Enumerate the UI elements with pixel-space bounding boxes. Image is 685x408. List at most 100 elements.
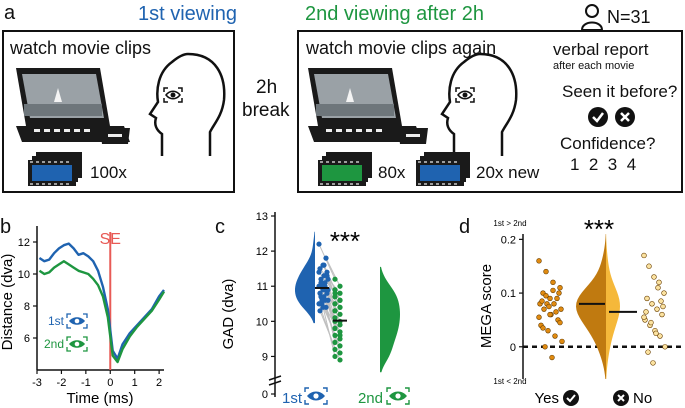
d-ytick-label: 0.2: [501, 234, 516, 246]
point-no: [661, 290, 667, 296]
point-yes: [558, 306, 564, 312]
point-no: [641, 252, 647, 259]
point-first: [319, 297, 325, 303]
c-ytick-label: 11: [257, 281, 268, 293]
point-no: [658, 298, 664, 304]
point-yes: [554, 295, 560, 302]
point-first: [321, 262, 327, 268]
panel-letter-b: b: [0, 216, 12, 238]
c-y-axis-label: GAD (dva): [220, 279, 237, 350]
b-x-axis-label: Time (ms): [67, 390, 134, 407]
paired-line: [325, 257, 341, 287]
clips-count-new: 20x new: [476, 163, 540, 182]
point-no: [644, 295, 650, 302]
d-yes-label: Yes: [535, 390, 559, 407]
point-yes: [540, 325, 546, 331]
point-no: [648, 319, 654, 326]
point-yes: [547, 311, 553, 318]
point-first: [324, 273, 330, 279]
d-ytick-label: 0: [510, 342, 516, 354]
eye-tracker-icon-2: [398, 128, 428, 144]
participant-icon: [580, 4, 604, 31]
cross-icon: [615, 107, 635, 127]
d-cross-icon: [613, 390, 629, 406]
point-first: [316, 269, 322, 275]
point-second: [337, 283, 343, 289]
second-viewing-title: 2nd viewing after 2h: [305, 3, 485, 25]
laptop-screen-icon-2: [308, 68, 422, 142]
b-xtick-label: -1: [81, 377, 91, 389]
point-no: [651, 274, 657, 280]
b-xtick-label: -3: [32, 377, 42, 389]
break-label: break: [242, 100, 290, 121]
violin-1st: [295, 231, 315, 324]
c-ytick-label: 10: [256, 316, 268, 328]
confidence-question: Confidence?: [560, 134, 656, 153]
legend-second-eye-icon: [66, 336, 88, 352]
point-yes: [557, 285, 563, 291]
clip-stack-blue-icon-2: [416, 152, 470, 186]
d-significance-stars: ***: [584, 214, 614, 244]
paired-line: [318, 243, 336, 280]
point-no: [641, 314, 647, 320]
point-no: [653, 330, 659, 337]
eye-tracker-icon: [100, 128, 130, 144]
point-second: [337, 322, 343, 328]
point-yes: [536, 258, 542, 264]
after-each-movie-label: after each movie: [553, 60, 635, 72]
c-x-label-second: 2nd: [358, 390, 383, 407]
b-xtick-label: -2: [57, 377, 67, 389]
point-second: [332, 290, 338, 296]
point-second: [337, 332, 343, 338]
point-yes: [550, 279, 556, 286]
point-yes: [539, 298, 545, 304]
clips-count-old: 80x: [378, 163, 406, 182]
point-no: [660, 303, 666, 310]
c-ytick-label: 13: [256, 211, 268, 223]
point-second: [332, 308, 338, 314]
watch-again-label: watch movie clips again: [306, 38, 497, 58]
clips-count-first: 100x: [90, 163, 127, 182]
point-second: [332, 339, 338, 345]
seen-before-question: Seen it before?: [562, 82, 678, 101]
point-yes: [553, 309, 559, 315]
b-ytick-label: 12: [18, 237, 30, 249]
legend-first-label: 1st: [48, 314, 65, 328]
b-ytick-label: 10: [18, 269, 30, 281]
verbal-report-label: verbal report: [553, 40, 649, 59]
point-second: [332, 325, 338, 331]
point-yes: [552, 333, 558, 339]
point-yes: [550, 287, 556, 294]
point-yes: [546, 303, 552, 310]
watch-clips-label: watch movie clips: [10, 38, 152, 58]
panel-letter-d: d: [459, 216, 471, 238]
point-no: [650, 360, 656, 366]
point-yes: [541, 306, 547, 312]
c-ytick-label: 12: [256, 246, 268, 258]
violin-2nd: [380, 266, 400, 373]
point-no: [643, 309, 649, 315]
c-first-eye-icon: [304, 387, 328, 405]
c-ytick-label: 9: [262, 351, 268, 363]
point-no: [649, 301, 655, 307]
b-y-axis-label: Distance (dva): [0, 254, 16, 351]
panel-letter-c: c: [215, 216, 225, 238]
d-no-label: No: [633, 390, 652, 407]
point-second: [332, 315, 338, 321]
d-bottom-note: 1st < 2nd: [493, 377, 526, 386]
point-no: [662, 344, 668, 350]
point-second: [337, 304, 343, 310]
c-x-label-first: 1st: [282, 390, 303, 407]
b-ytick-label: 8: [24, 301, 30, 313]
first-viewing-title: 1st viewing: [138, 3, 237, 25]
se-label: SE: [100, 231, 121, 248]
d-y-axis-label: MEGA score: [478, 264, 495, 348]
first-viewing-box: [2, 30, 235, 193]
point-no: [645, 349, 651, 355]
point-second: [337, 343, 343, 349]
violin-Yes: [576, 234, 606, 379]
point-yes: [551, 301, 557, 307]
head-profile-icon-2: [440, 52, 518, 156]
